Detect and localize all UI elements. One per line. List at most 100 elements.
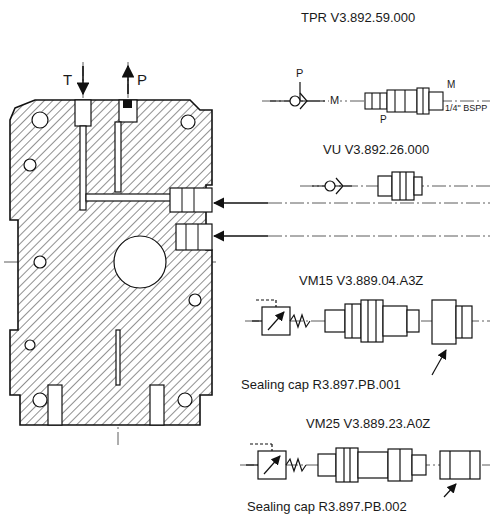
part-number: Sealing cap R3.897.PB.001 xyxy=(240,378,402,392)
drawing-rect xyxy=(407,310,419,332)
drawing-rect xyxy=(417,88,429,114)
drawing-rect xyxy=(383,306,407,336)
drawing-polyline xyxy=(290,315,310,327)
block-section xyxy=(10,100,212,425)
drawing-rect xyxy=(358,452,388,478)
drawing-circle xyxy=(181,115,195,129)
drawing-line xyxy=(246,464,258,465)
drawing-line xyxy=(127,66,129,94)
drawing-line xyxy=(182,188,183,212)
drawing-rect xyxy=(365,93,387,109)
part-number: TPR V3.892.59.000 xyxy=(300,11,416,25)
drawing-rect xyxy=(115,122,121,192)
drawing-line xyxy=(444,484,456,497)
drawing-rect xyxy=(378,176,392,196)
drawing-rect xyxy=(388,449,412,481)
leader-arrows xyxy=(432,350,456,497)
drawing-line xyxy=(375,300,376,342)
drawing-rect xyxy=(75,100,91,126)
drawing-line xyxy=(256,299,276,300)
drawing-rect xyxy=(412,455,426,475)
vm15-relief-valve xyxy=(252,300,472,344)
vu-check-valve xyxy=(312,172,422,200)
drawing-line xyxy=(252,320,262,321)
check-valve-symbol xyxy=(270,82,325,109)
drawing-rect xyxy=(119,100,137,122)
insertion-arrows xyxy=(214,203,268,236)
part-number: VU V3.892.26.000 xyxy=(322,143,430,157)
drawing-line xyxy=(404,90,405,112)
drawing-line xyxy=(194,188,195,212)
drawing-line xyxy=(371,93,372,109)
drawing-rect xyxy=(336,448,358,482)
drawing-line xyxy=(422,88,423,114)
drawing-line xyxy=(198,224,199,250)
part-number: VM25 V3.889.23.A0Z xyxy=(305,417,431,431)
drawing-rect xyxy=(262,307,290,335)
center-lines xyxy=(4,62,490,465)
drawing-line xyxy=(367,300,368,342)
drawing-rect xyxy=(176,224,212,250)
drawing-line xyxy=(268,312,284,330)
drawing-rect xyxy=(80,126,86,210)
port-letter: M xyxy=(446,79,456,90)
drawing-rect xyxy=(325,310,345,332)
drawing-line xyxy=(399,172,400,200)
drawing-rect xyxy=(440,451,480,479)
drawing-rect xyxy=(116,330,120,385)
drawing-rect xyxy=(387,90,417,112)
drawing-polyline xyxy=(300,93,307,109)
drawing-line xyxy=(405,172,406,200)
drawing-line xyxy=(432,350,446,375)
vm25-relief-valve xyxy=(246,444,480,482)
drawing-line xyxy=(275,300,276,307)
drawing-rect xyxy=(318,454,336,476)
drawing-polyline xyxy=(286,459,306,471)
drawing-circle xyxy=(33,393,47,407)
drawing-rect xyxy=(456,306,472,338)
drawing-line xyxy=(186,224,187,250)
drawing-path xyxy=(10,100,212,425)
drawing-g xyxy=(182,188,198,250)
drawing-line xyxy=(271,444,272,451)
drawing-circle xyxy=(178,393,192,407)
drawing-line xyxy=(399,449,400,481)
drawing-rect xyxy=(429,92,443,110)
tpr-cartridge xyxy=(365,88,443,114)
drawing-rect xyxy=(150,385,164,425)
port-letter: P xyxy=(379,114,388,125)
drawing-line xyxy=(349,448,350,482)
drawing-line xyxy=(264,456,280,474)
drawing-line xyxy=(469,451,470,479)
drawing-rect xyxy=(432,300,456,344)
drawing-line xyxy=(268,236,490,237)
drawing-line xyxy=(268,203,490,204)
port-letter: M xyxy=(329,94,340,106)
drawing-circle xyxy=(189,294,201,306)
drawing-line xyxy=(82,66,84,94)
part-number: VM15 V3.889.04.A3Z xyxy=(298,274,424,288)
drawing-rect xyxy=(361,300,383,342)
drawing-line xyxy=(214,235,268,236)
drawing-circle xyxy=(32,112,48,128)
drawing-circle xyxy=(25,340,35,350)
drawing-line xyxy=(394,90,395,112)
drawing-g xyxy=(24,100,212,425)
drawing-rect xyxy=(48,385,62,425)
drawing-rect xyxy=(123,100,132,108)
drawing-line xyxy=(351,304,352,338)
drawing-rect xyxy=(170,188,212,212)
drawing-line xyxy=(449,451,450,479)
drawing-line xyxy=(214,202,268,203)
drawing-circle xyxy=(34,256,46,268)
drawing-circle xyxy=(290,96,300,106)
drawing-line xyxy=(343,448,344,482)
port-letter: P xyxy=(295,67,304,79)
drawing-circle xyxy=(325,181,335,191)
drawing-rect xyxy=(392,172,414,200)
drawing-circle xyxy=(114,236,166,288)
drawing-line xyxy=(461,306,462,338)
thread-size: 1/4" BSPP xyxy=(444,104,488,114)
drawing-rect xyxy=(414,177,422,195)
